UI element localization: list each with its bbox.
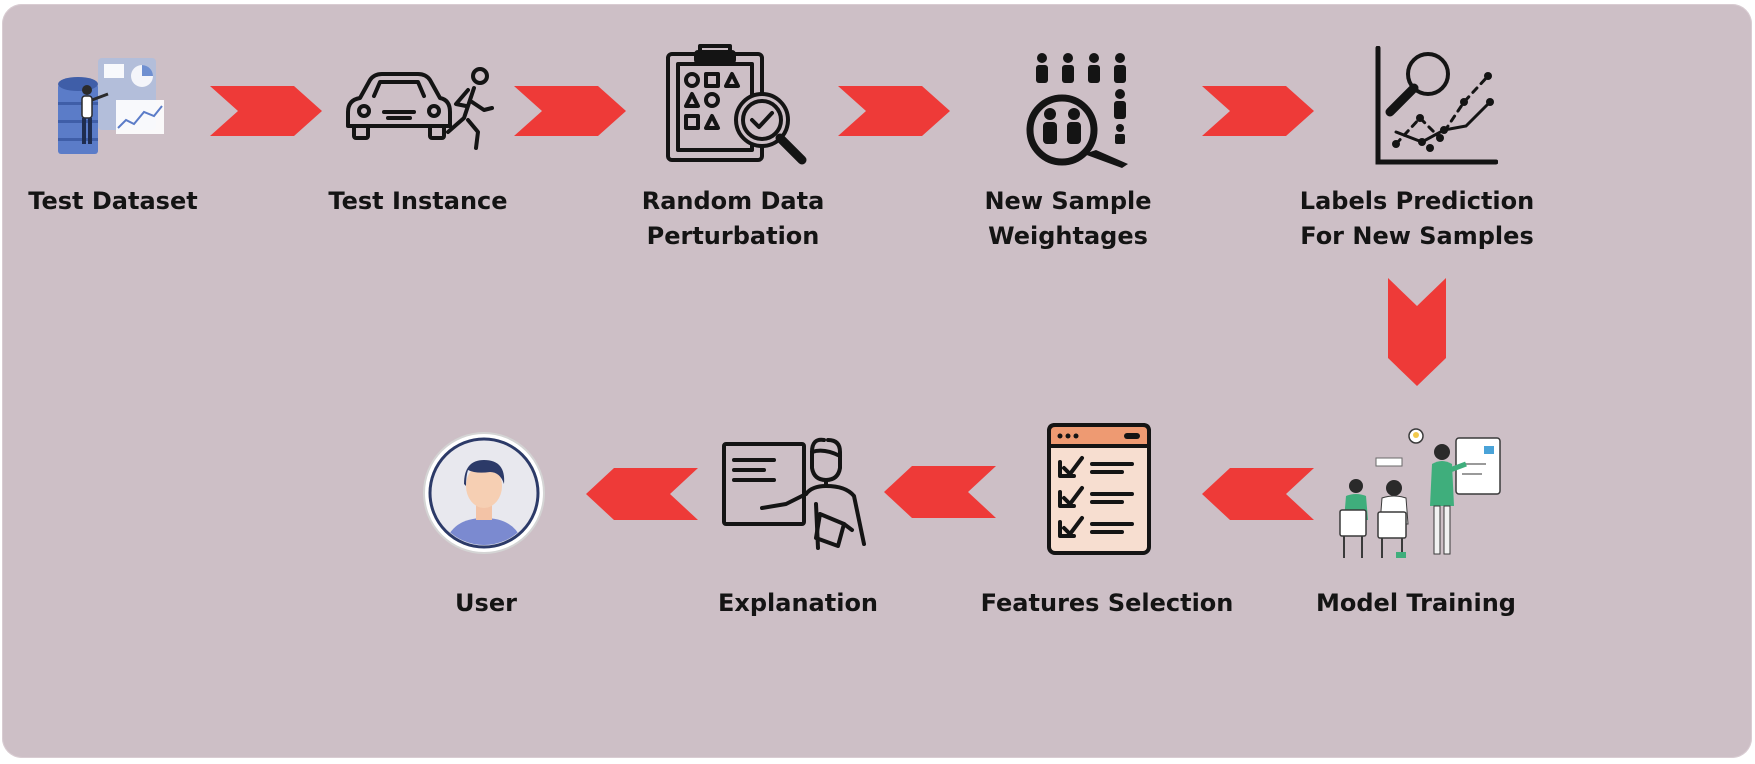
- step-label-features-selection: Features Selection: [980, 589, 1234, 617]
- car-pedestrian-icon: [346, 67, 494, 150]
- checklist-window-icon: [1047, 423, 1151, 555]
- arrow-explanation-to-user: [586, 468, 698, 520]
- step-label-sample-weightages: New Sample Weightages: [984, 187, 1152, 250]
- step-label-explanation: Explanation: [717, 589, 879, 617]
- people-magnifier-icon: [1026, 53, 1128, 168]
- classroom-training-icon: [1339, 428, 1501, 558]
- arrow-instance-to-perturbation: [514, 86, 626, 136]
- arrow-features-to-explanation: [884, 466, 996, 518]
- step-label-random-perturbation: Random Data Perturbation: [641, 187, 825, 250]
- database-analyst-icon: [58, 58, 164, 154]
- arrow-dataset-to-instance: [210, 86, 322, 136]
- step-label-labels-prediction: Labels Prediction For New Samples: [1299, 187, 1535, 250]
- step-label-user: User: [455, 589, 517, 617]
- scatter-search-icon: [1375, 46, 1498, 165]
- arrow-training-to-features: [1202, 468, 1314, 520]
- user-avatar-icon: [423, 432, 545, 554]
- arrow-prediction-to-training: [1388, 278, 1446, 386]
- step-label-test-dataset: Test Dataset: [28, 187, 198, 215]
- arrow-perturbation-to-weightages: [838, 86, 950, 136]
- clipboard-magnifier-icon: [666, 44, 807, 165]
- step-label-test-instance: Test Instance: [328, 187, 508, 215]
- presenter-board-icon: [722, 437, 866, 550]
- step-label-model-training: Model Training: [1316, 589, 1516, 617]
- arrow-weightages-to-prediction: [1202, 86, 1314, 136]
